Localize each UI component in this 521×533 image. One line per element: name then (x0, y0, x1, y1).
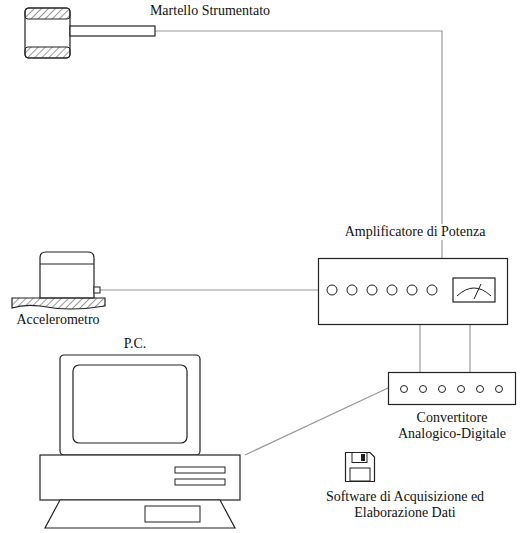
drawing-stroke (60, 355, 200, 455)
device-label: Software di Acquisizione ed Elaborazione… (319, 489, 491, 521)
hammer-node: Martello Strumentato (20, 8, 155, 58)
drawing-stroke (73, 365, 187, 443)
floppy-node: Software di Acquisizione ed Elaborazione… (345, 452, 375, 482)
drawing-stroke (175, 479, 225, 485)
adc-node: Convertitore Analogico-Digitale (388, 372, 516, 405)
amplifier-node: Amplificatore di Potenza (318, 258, 508, 325)
drawing-stroke (389, 373, 516, 405)
drawing-stroke (25, 8, 70, 58)
drawing-stroke (327, 285, 337, 295)
drawing-stroke (45, 500, 235, 528)
drawing-stroke (94, 287, 100, 293)
computer-node: P.C. (35, 355, 245, 530)
device-label: P.C. (122, 336, 149, 352)
drawing-stroke (420, 386, 427, 393)
drawing-stroke (12, 298, 105, 309)
device-label: Accelerometro (14, 312, 101, 328)
drawing-stroke (367, 285, 377, 295)
device-drawing (20, 8, 155, 58)
signal-cable (469, 325, 470, 372)
device-drawing (10, 250, 100, 310)
drawing-stroke (457, 288, 491, 296)
drawing-stroke (387, 285, 397, 295)
drawing-stroke (40, 252, 94, 298)
drawing-stroke (439, 386, 446, 393)
drawing-stroke (40, 455, 240, 500)
drawing-stroke (350, 468, 370, 481)
signal-cable (245, 388, 388, 455)
drawing-stroke (175, 467, 225, 473)
device-label: Convertitore Analogico-Digitale (388, 410, 516, 442)
drawing-stroke (347, 285, 357, 295)
device-drawing (388, 372, 516, 405)
drawing-stroke (346, 453, 375, 482)
drawing-stroke (453, 278, 495, 302)
drawing-stroke (427, 285, 437, 295)
drawing-stroke (145, 506, 200, 522)
drawing-stroke (477, 386, 484, 393)
drawing-stroke (407, 285, 417, 295)
drawing-stroke (40, 264, 94, 265)
signal-cable (419, 325, 420, 372)
device-label: Amplificatore di Potenza (343, 224, 488, 240)
drawing-stroke (496, 386, 503, 393)
drawing-stroke (401, 386, 408, 393)
device-drawing (345, 452, 375, 482)
drawing-stroke (319, 259, 508, 325)
drawing-stroke (458, 386, 465, 393)
device-drawing (318, 258, 508, 325)
accelerometer-node: Accelerometro (10, 250, 100, 310)
signal-cable (100, 289, 318, 290)
drawing-stroke (25, 8, 70, 19)
device-drawing (35, 355, 245, 530)
device-label: Martello Strumentato (148, 3, 272, 19)
drawing-stroke (361, 454, 365, 461)
drawing-stroke (70, 26, 155, 36)
drawing-stroke (474, 284, 481, 299)
drawing-stroke (25, 47, 70, 58)
drawing-stroke (352, 453, 367, 463)
